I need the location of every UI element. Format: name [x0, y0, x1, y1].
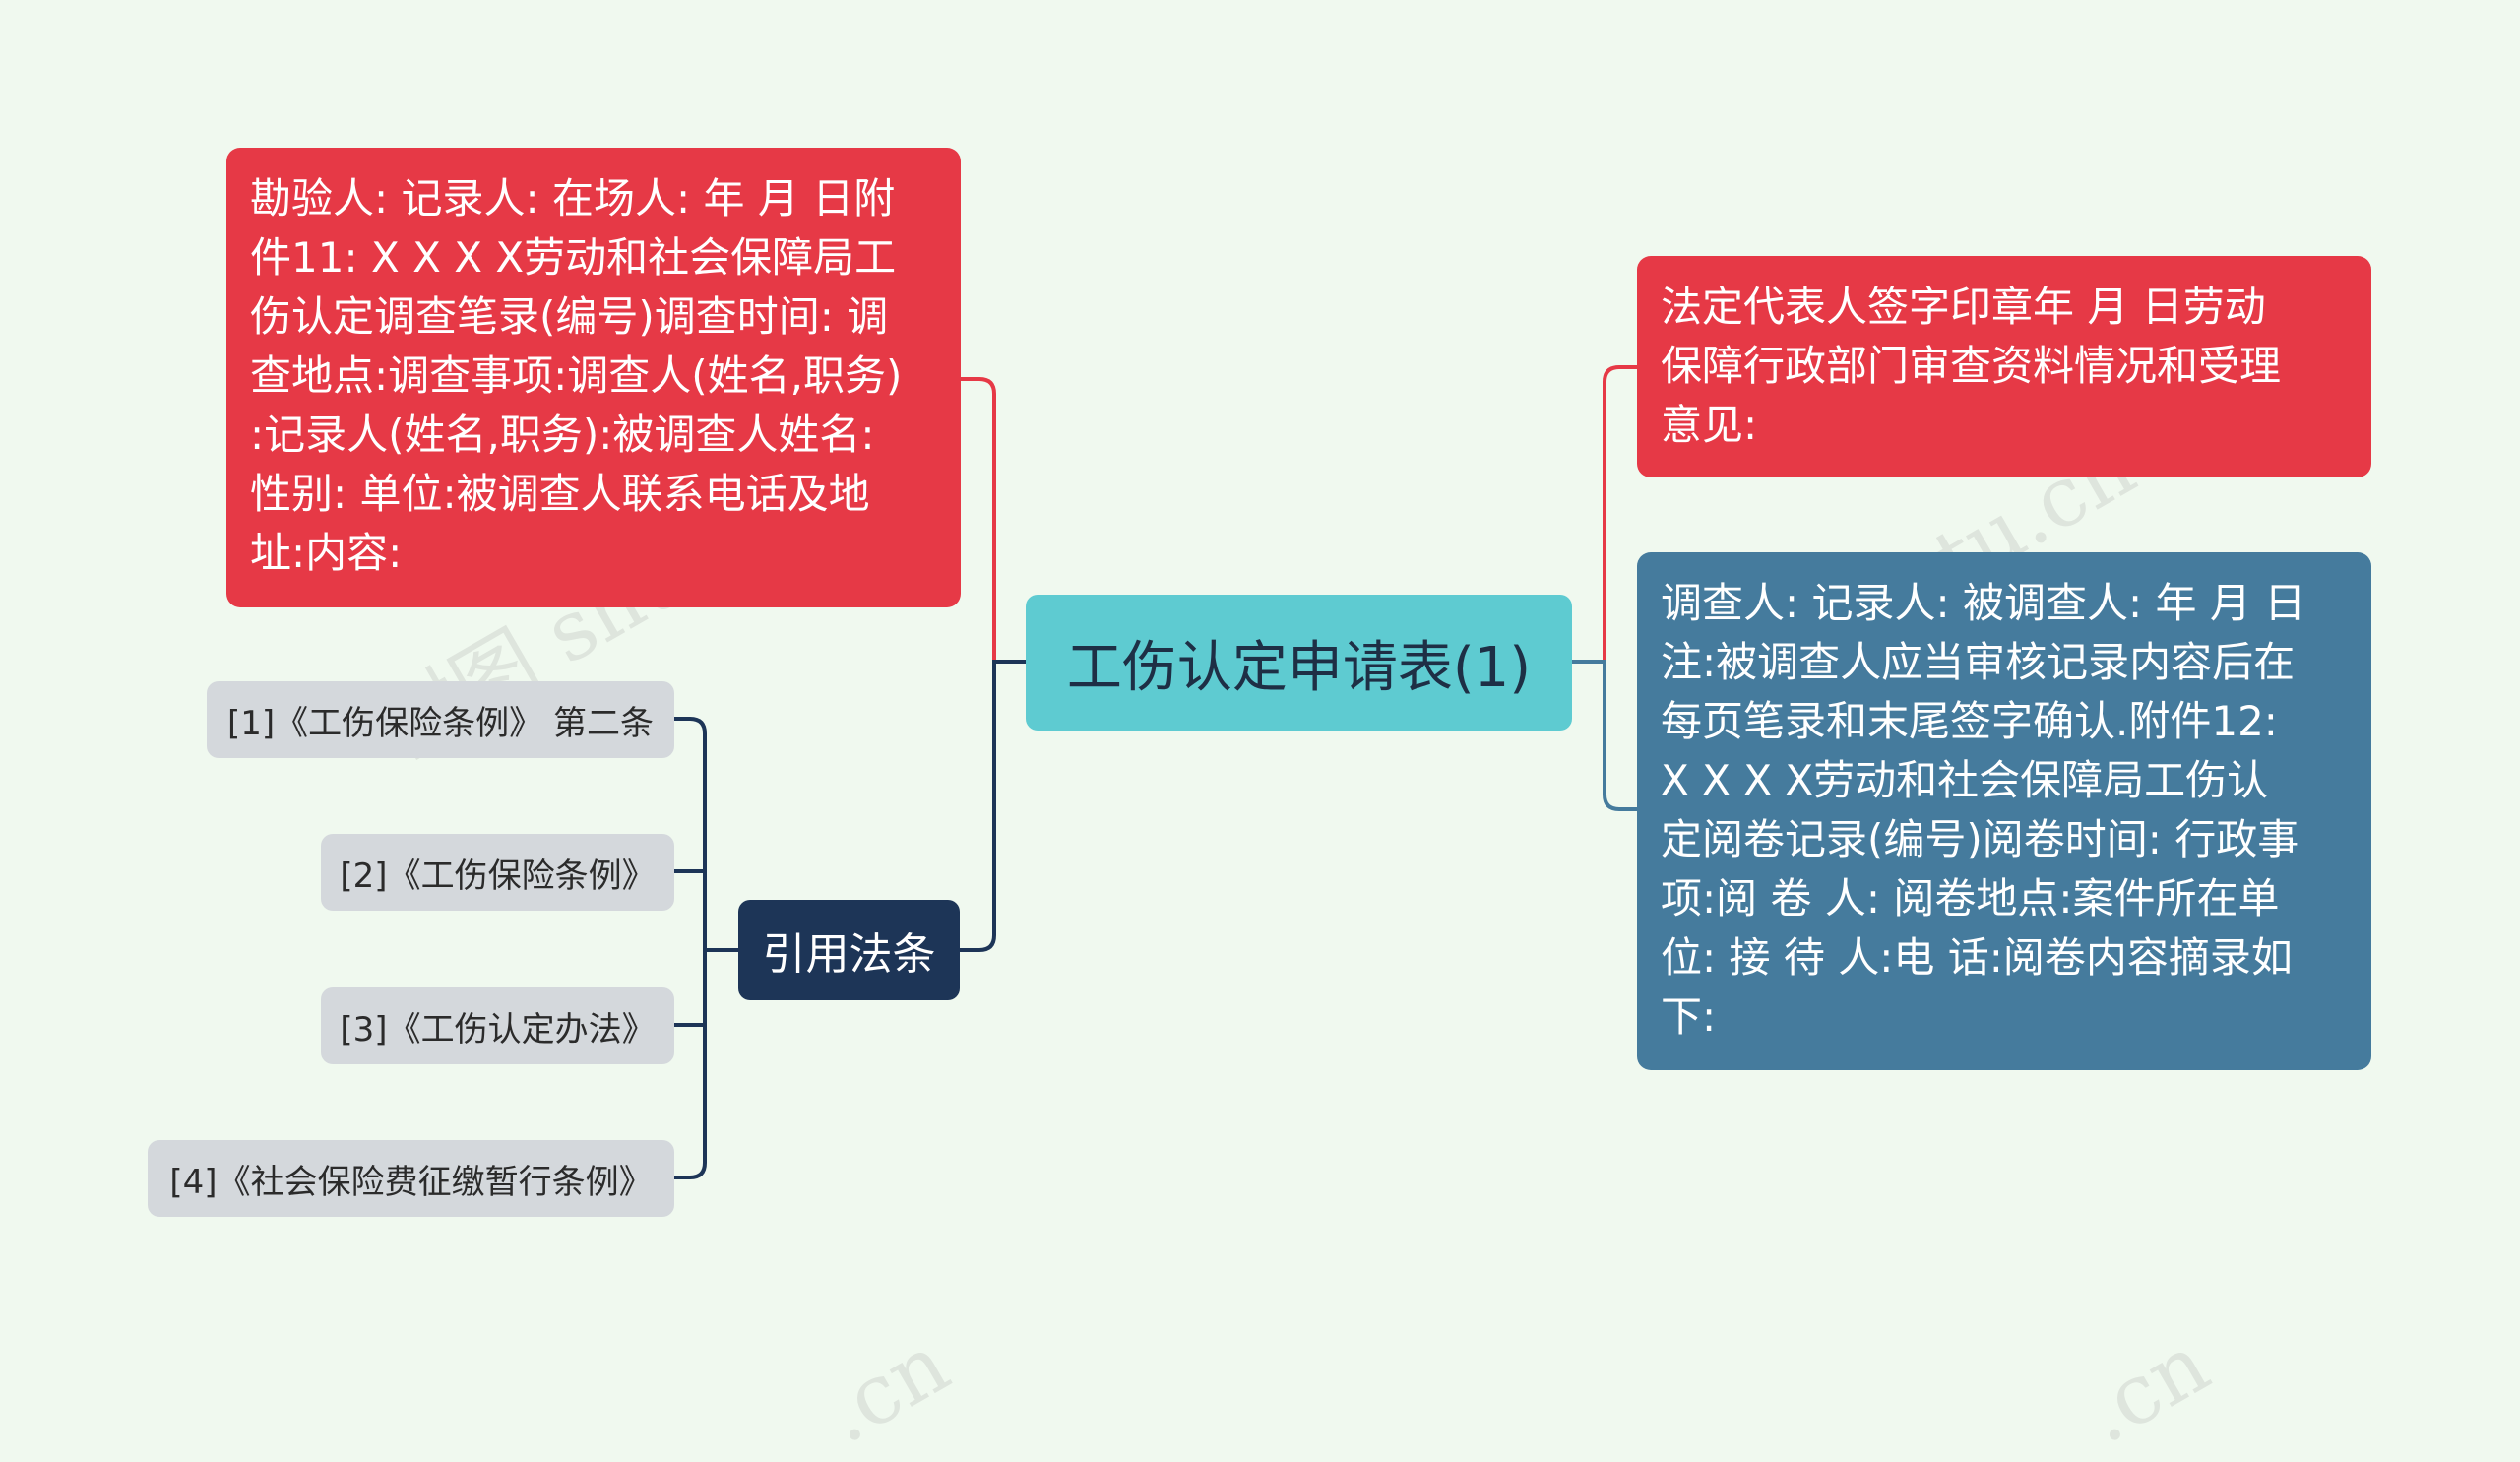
reference-item-4-label: [4]《社会保险费征缴暂行条例》	[169, 1162, 653, 1202]
left-topic-node[interactable]: 勘验人: 记录人: 在场人: 年 月 日附 件11: X X X X劳动和社会保…	[226, 148, 961, 607]
connector-root-references	[960, 660, 1026, 952]
right-topic-node-1[interactable]: 法定代表人签字印章年 月 日劳动 保障行政部门审查资料情况和受理 意见:	[1637, 256, 2371, 477]
reference-item-4[interactable]: [4]《社会保险费征缴暂行条例》	[148, 1140, 674, 1217]
right-topic-1-text: 法定代表人签字印章年 月 日劳动 保障行政部门审查资料情况和受理 意见:	[1661, 283, 2282, 449]
right-topic-node-2[interactable]: 调查人: 记录人: 被调查人: 年 月 日 注:被调查人应当审核记录内容后在 每…	[1637, 552, 2371, 1070]
left-topic-text: 勘验人: 记录人: 在场人: 年 月 日附 件11: X X X X劳动和社会保…	[250, 174, 903, 577]
connector-lines	[674, 365, 1637, 1179]
connector-root-left-topic	[960, 377, 1026, 664]
root-label: 工伤认定申请表(1)	[1066, 635, 1532, 700]
right-topic-2-text: 调查人: 记录人: 被调查人: 年 月 日 注:被调查人应当审核记录内容后在 每…	[1661, 579, 2306, 1041]
reference-item-1[interactable]: [1]《工伤保险条例》 第二条	[207, 681, 674, 758]
reference-item-2[interactable]: [2]《工伤保险条例》	[321, 834, 674, 911]
root-node[interactable]: 工伤认定申请表(1)	[1026, 595, 1572, 731]
reference-item-3-label: [3]《工伤认定办法》	[340, 1009, 656, 1049]
references-label: 引用法条	[762, 929, 936, 980]
reference-item-2-label: [2]《工伤保险条例》	[340, 856, 656, 896]
reference-item-3[interactable]: [3]《工伤认定办法》	[321, 987, 674, 1064]
reference-item-1-label: [1]《工伤保险条例》 第二条	[227, 703, 654, 743]
connector-root-right-topic-1	[1572, 365, 1637, 664]
connector-root-right-topic-2	[1572, 660, 1637, 811]
connector-references-bracket	[674, 717, 738, 1179]
references-node[interactable]: 引用法条	[738, 900, 960, 1000]
